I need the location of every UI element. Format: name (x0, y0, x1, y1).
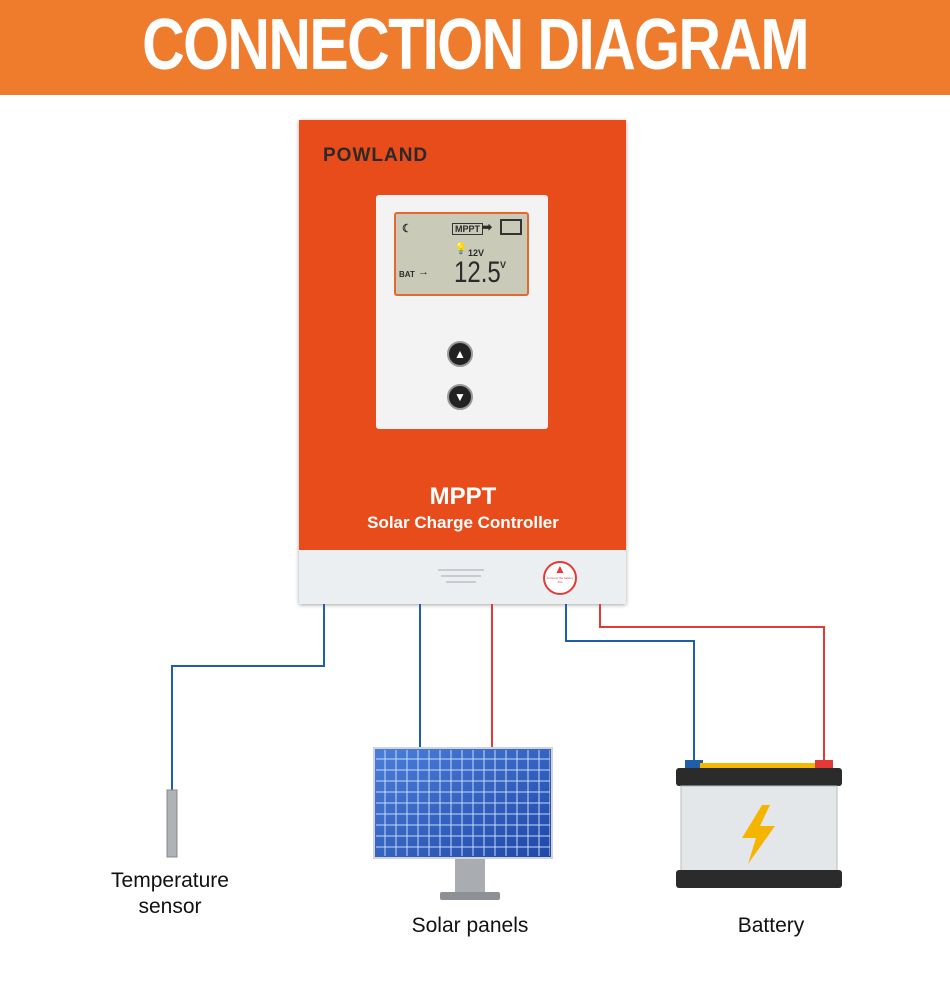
solar-panels-label: Solar panels (411, 914, 529, 937)
sensor-wire (171, 604, 325, 790)
temperature-sensor-label: Temperature sensor (90, 868, 250, 920)
arrow-icon: → (418, 266, 429, 278)
night-icon: ☾ (402, 223, 412, 235)
page-title: CONNECTION DIAGRAM (142, 5, 809, 85)
label-line: sensor (138, 895, 202, 918)
warning-text: Connect the battery first (546, 576, 574, 584)
brand-logo: POWLAND (323, 145, 429, 166)
battery-positive-wire (599, 604, 825, 768)
model-label: MPPT (429, 483, 497, 510)
vent-icon (438, 569, 484, 583)
triangle-up-icon: ▲ (454, 347, 466, 361)
header-banner (0, 0, 950, 95)
battery-label: Battery (737, 914, 805, 937)
battery-negative-wire (565, 604, 695, 768)
lcd-mode: MPPT (452, 223, 484, 235)
down-button[interactable]: ▼ (447, 384, 473, 410)
warning-icon: ▲ (554, 562, 566, 576)
lcd-source-label: BAT (399, 270, 415, 279)
bulb-icon: 💡 (454, 243, 468, 255)
product-label: Solar Charge Controller (367, 513, 559, 532)
lcd-unit: V (500, 260, 507, 270)
lcd-system-voltage: 12V (468, 248, 485, 258)
arrow-icon: ➡ (482, 220, 493, 234)
lcd-reading: 12.5 (454, 256, 501, 289)
battery-icon (676, 760, 842, 888)
solar-panel-icon (373, 747, 553, 900)
label-line: Temperature (111, 869, 229, 892)
up-button[interactable]: ▲ (447, 341, 473, 367)
temperature-sensor-icon (166, 789, 178, 858)
battery-icon (500, 219, 522, 235)
triangle-down-icon: ▼ (454, 390, 466, 404)
lcd-display: ☾ MPPT ➡ 💡 12V BAT → 12.5 V (394, 212, 529, 296)
warning-badge: ▲ Connect the battery first (543, 561, 577, 595)
